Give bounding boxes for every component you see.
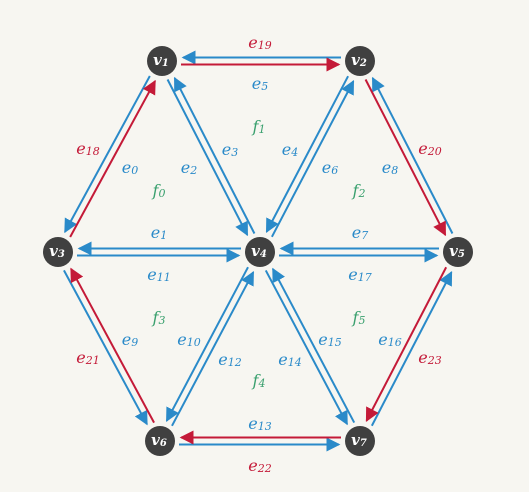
edge-label-e3: e3 [222, 140, 238, 159]
half-edge-e14 [272, 267, 356, 424]
half-edge-e21 [70, 267, 155, 424]
vertex-label-v7: v7 [351, 431, 367, 449]
vertex-label-v1: v1 [153, 51, 169, 69]
vertex-label-v2: v2 [351, 51, 367, 69]
half-edge-e3 [166, 79, 249, 237]
vertex-node [443, 237, 473, 267]
vertex-v3: v3 [43, 237, 73, 267]
face-labels-layer: f0 f1 f2 f3 f4 f5 [152, 117, 366, 390]
edge-label-e2: e2 [181, 158, 197, 177]
vertex-node [345, 426, 375, 456]
edge-label-e0: e0 [122, 158, 138, 177]
vertex-node [345, 46, 375, 76]
edge-label-e15: e15 [318, 330, 341, 349]
half-edge-e20 [364, 79, 447, 237]
vertex-v6: v6 [145, 426, 175, 456]
edge-label-e21: e21 [76, 348, 99, 367]
edge-label-e7: e7 [352, 223, 368, 242]
edge-label-e16: e16 [378, 330, 401, 349]
edge-label-e12: e12 [218, 350, 241, 369]
vertex-label-v6: v6 [151, 431, 167, 449]
vertex-label-v4: v4 [251, 242, 267, 260]
edge-label-e8: e8 [382, 158, 398, 177]
half-edge-e10 [171, 270, 255, 427]
half-edge-e0 [64, 75, 151, 234]
edge-label-e5: e5 [252, 74, 268, 93]
edge-label-e23: e23 [418, 348, 441, 367]
half-edge-e18 [69, 79, 156, 238]
edge-label-e4: e4 [282, 140, 298, 159]
edges-layer [63, 50, 454, 452]
half-edge-e15 [264, 269, 348, 426]
edge-label-e11: e11 [147, 265, 170, 284]
edge-label-e22: e22 [248, 456, 271, 475]
vertices-layer: v1 v2 v3 v4 v5 v6 v7 [43, 46, 473, 456]
half-edge-e6 [265, 75, 349, 234]
vertex-v4: v4 [245, 237, 275, 267]
edge-label-e9: e9 [122, 330, 138, 349]
half-edge-e23 [365, 266, 448, 422]
half-edge-e4 [271, 79, 355, 238]
face-label-f0: f0 [152, 181, 166, 200]
edge-labels-layer: e0 e1 e2 e3 e4 e5 e6 e7 e8 e9 e10 e11 e12 e13 e14 e15 e1… [76, 33, 441, 475]
face-label-f4: f4 [252, 371, 266, 390]
half-edge-e2 [173, 76, 256, 234]
face-label-f3: f3 [152, 308, 166, 327]
vertex-node [145, 426, 175, 456]
half-edge-e12 [165, 266, 249, 423]
face-label-f1: f1 [252, 117, 266, 136]
vertex-node [43, 237, 73, 267]
edge-label-e17: e17 [348, 265, 371, 284]
vertex-node [147, 46, 177, 76]
half-edge-e9 [63, 269, 148, 426]
vertex-v7: v7 [345, 426, 375, 456]
vertex-node [245, 237, 275, 267]
edge-label-e6: e6 [322, 158, 338, 177]
edge-label-e20: e20 [418, 139, 441, 158]
edge-label-e1: e1 [151, 223, 167, 242]
face-label-f2: f2 [352, 181, 366, 200]
edge-label-e14: e14 [278, 350, 301, 369]
vertex-v5: v5 [443, 237, 473, 267]
edge-label-e13: e13 [248, 414, 271, 433]
edge-label-e18: e18 [76, 139, 99, 158]
face-label-f5: f5 [352, 308, 366, 327]
half-edge-e8 [371, 76, 454, 234]
edge-label-e10: e10 [177, 330, 200, 349]
vertex-v2: v2 [345, 46, 375, 76]
vertex-v1: v1 [147, 46, 177, 76]
vertex-label-v3: v3 [49, 242, 65, 260]
vertex-label-v5: v5 [449, 242, 465, 260]
half-edge-e16 [370, 271, 453, 427]
edge-label-e19: e19 [248, 33, 271, 52]
